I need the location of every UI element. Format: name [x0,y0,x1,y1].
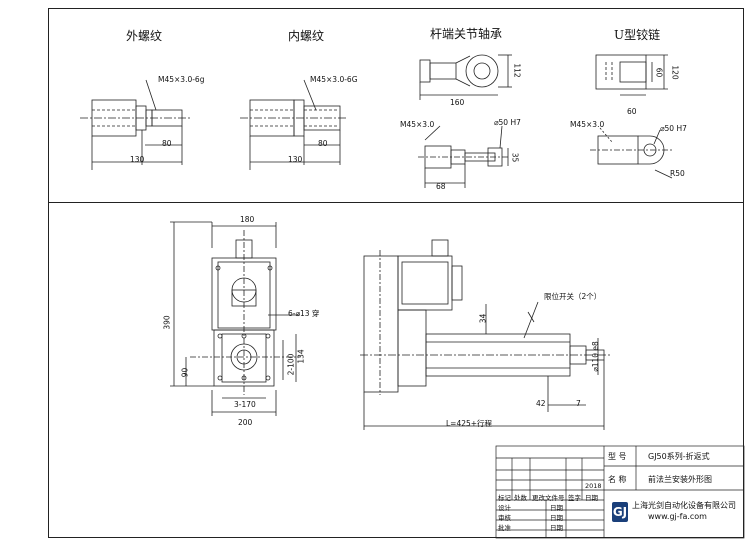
u-clevis-dim-60-side: 60 [654,67,664,78]
rod-end-bearing-drawing [418,54,512,188]
side-dim-7: 7 [576,399,581,408]
internal-thread-spec: M45×3.0-6G [310,75,358,84]
external-thread-dim-130: 130 [130,155,145,164]
internal-thread-dim-130: 130 [288,155,303,164]
tb-row-check: 审核 [498,514,511,522]
rod-end-dim-112: 112 [512,63,522,78]
limit-switch-label: 限位开关（2个） [544,292,602,301]
tb-name-label: 名 称 [608,475,627,484]
tb-col-date: 日期 [585,494,598,502]
side-view-drawing [360,239,612,430]
external-thread-spec: M45×3.0-6g [158,75,205,84]
front-dim-3x170: 3-170 [234,400,256,409]
u-clevis-dim-60-bottom: 60 [627,107,637,116]
side-dim-total-length: L=425+行程 [446,419,493,428]
rod-end-dim-35: 35 [510,152,520,163]
side-dim-42: 42 [536,399,546,408]
tb-col-doc: 更改文件号 [532,494,565,502]
front-dim-390: 390 [162,315,172,330]
front-dim-180: 180 [240,215,255,224]
tb-year: 2018 [585,482,602,490]
front-holes: 6-⌀13 穿 [288,309,320,318]
company-logo: GJ [612,502,628,522]
u-clevis-dim-120: 120 [670,65,680,80]
u-clevis-drawing [590,54,673,179]
side-dim-dia110: ⌀110 e8 [590,341,600,372]
tb-col-mark: 标记 [498,494,511,502]
rod-end-dim-68: 68 [436,182,446,191]
side-dim-34: 34 [478,313,488,324]
u-clevis-spec: M45×3.0 [570,120,605,129]
external-thread-title: 外螺纹 [126,29,163,43]
front-dim-2x100: 2-100 [286,353,296,376]
tb-date-3: 日期 [550,524,563,532]
rod-end-bearing-title: 杆端关节轴承 [430,27,503,41]
internal-thread-dim-80: 80 [318,139,328,148]
tb-col-sign: 签字 [568,494,581,502]
front-view-drawing [170,221,300,416]
section-divider [48,202,744,203]
internal-thread-drawing [240,79,348,170]
tb-model-value: GJ50系列-折返式 [648,452,710,461]
rod-end-dim-160: 160 [450,98,465,107]
tb-website: www.gj-fa.com [648,512,707,521]
u-clevis-radius: R50 [670,169,685,178]
drawing-frame [48,8,744,538]
tb-row-approve: 批准 [498,524,511,532]
tb-model-label: 型 号 [608,452,627,461]
internal-thread-title: 内螺纹 [288,29,325,43]
tb-company: 上海光剑自动化设备有限公司 [632,501,736,510]
rod-end-bore: ⌀50 H7 [494,118,521,127]
tb-date-2: 日期 [550,514,563,522]
u-clevis-title: U型铰链 [614,28,661,42]
front-dim-200: 200 [238,418,253,427]
u-clevis-bore: ⌀50 H7 [660,124,687,133]
tb-name-value: 前法兰安装外形图 [648,475,712,484]
tb-row-design: 设计 [498,504,511,512]
front-dim-134: 134 [296,349,306,364]
rod-end-spec: M45×3.0 [400,120,435,129]
front-dim-90: 90 [180,367,190,378]
external-thread-drawing [80,79,190,170]
external-thread-dim-80: 80 [162,139,172,148]
tb-col-count: 处数 [514,494,527,502]
tb-date-1: 日期 [550,504,563,512]
title-block-grid [495,445,745,539]
